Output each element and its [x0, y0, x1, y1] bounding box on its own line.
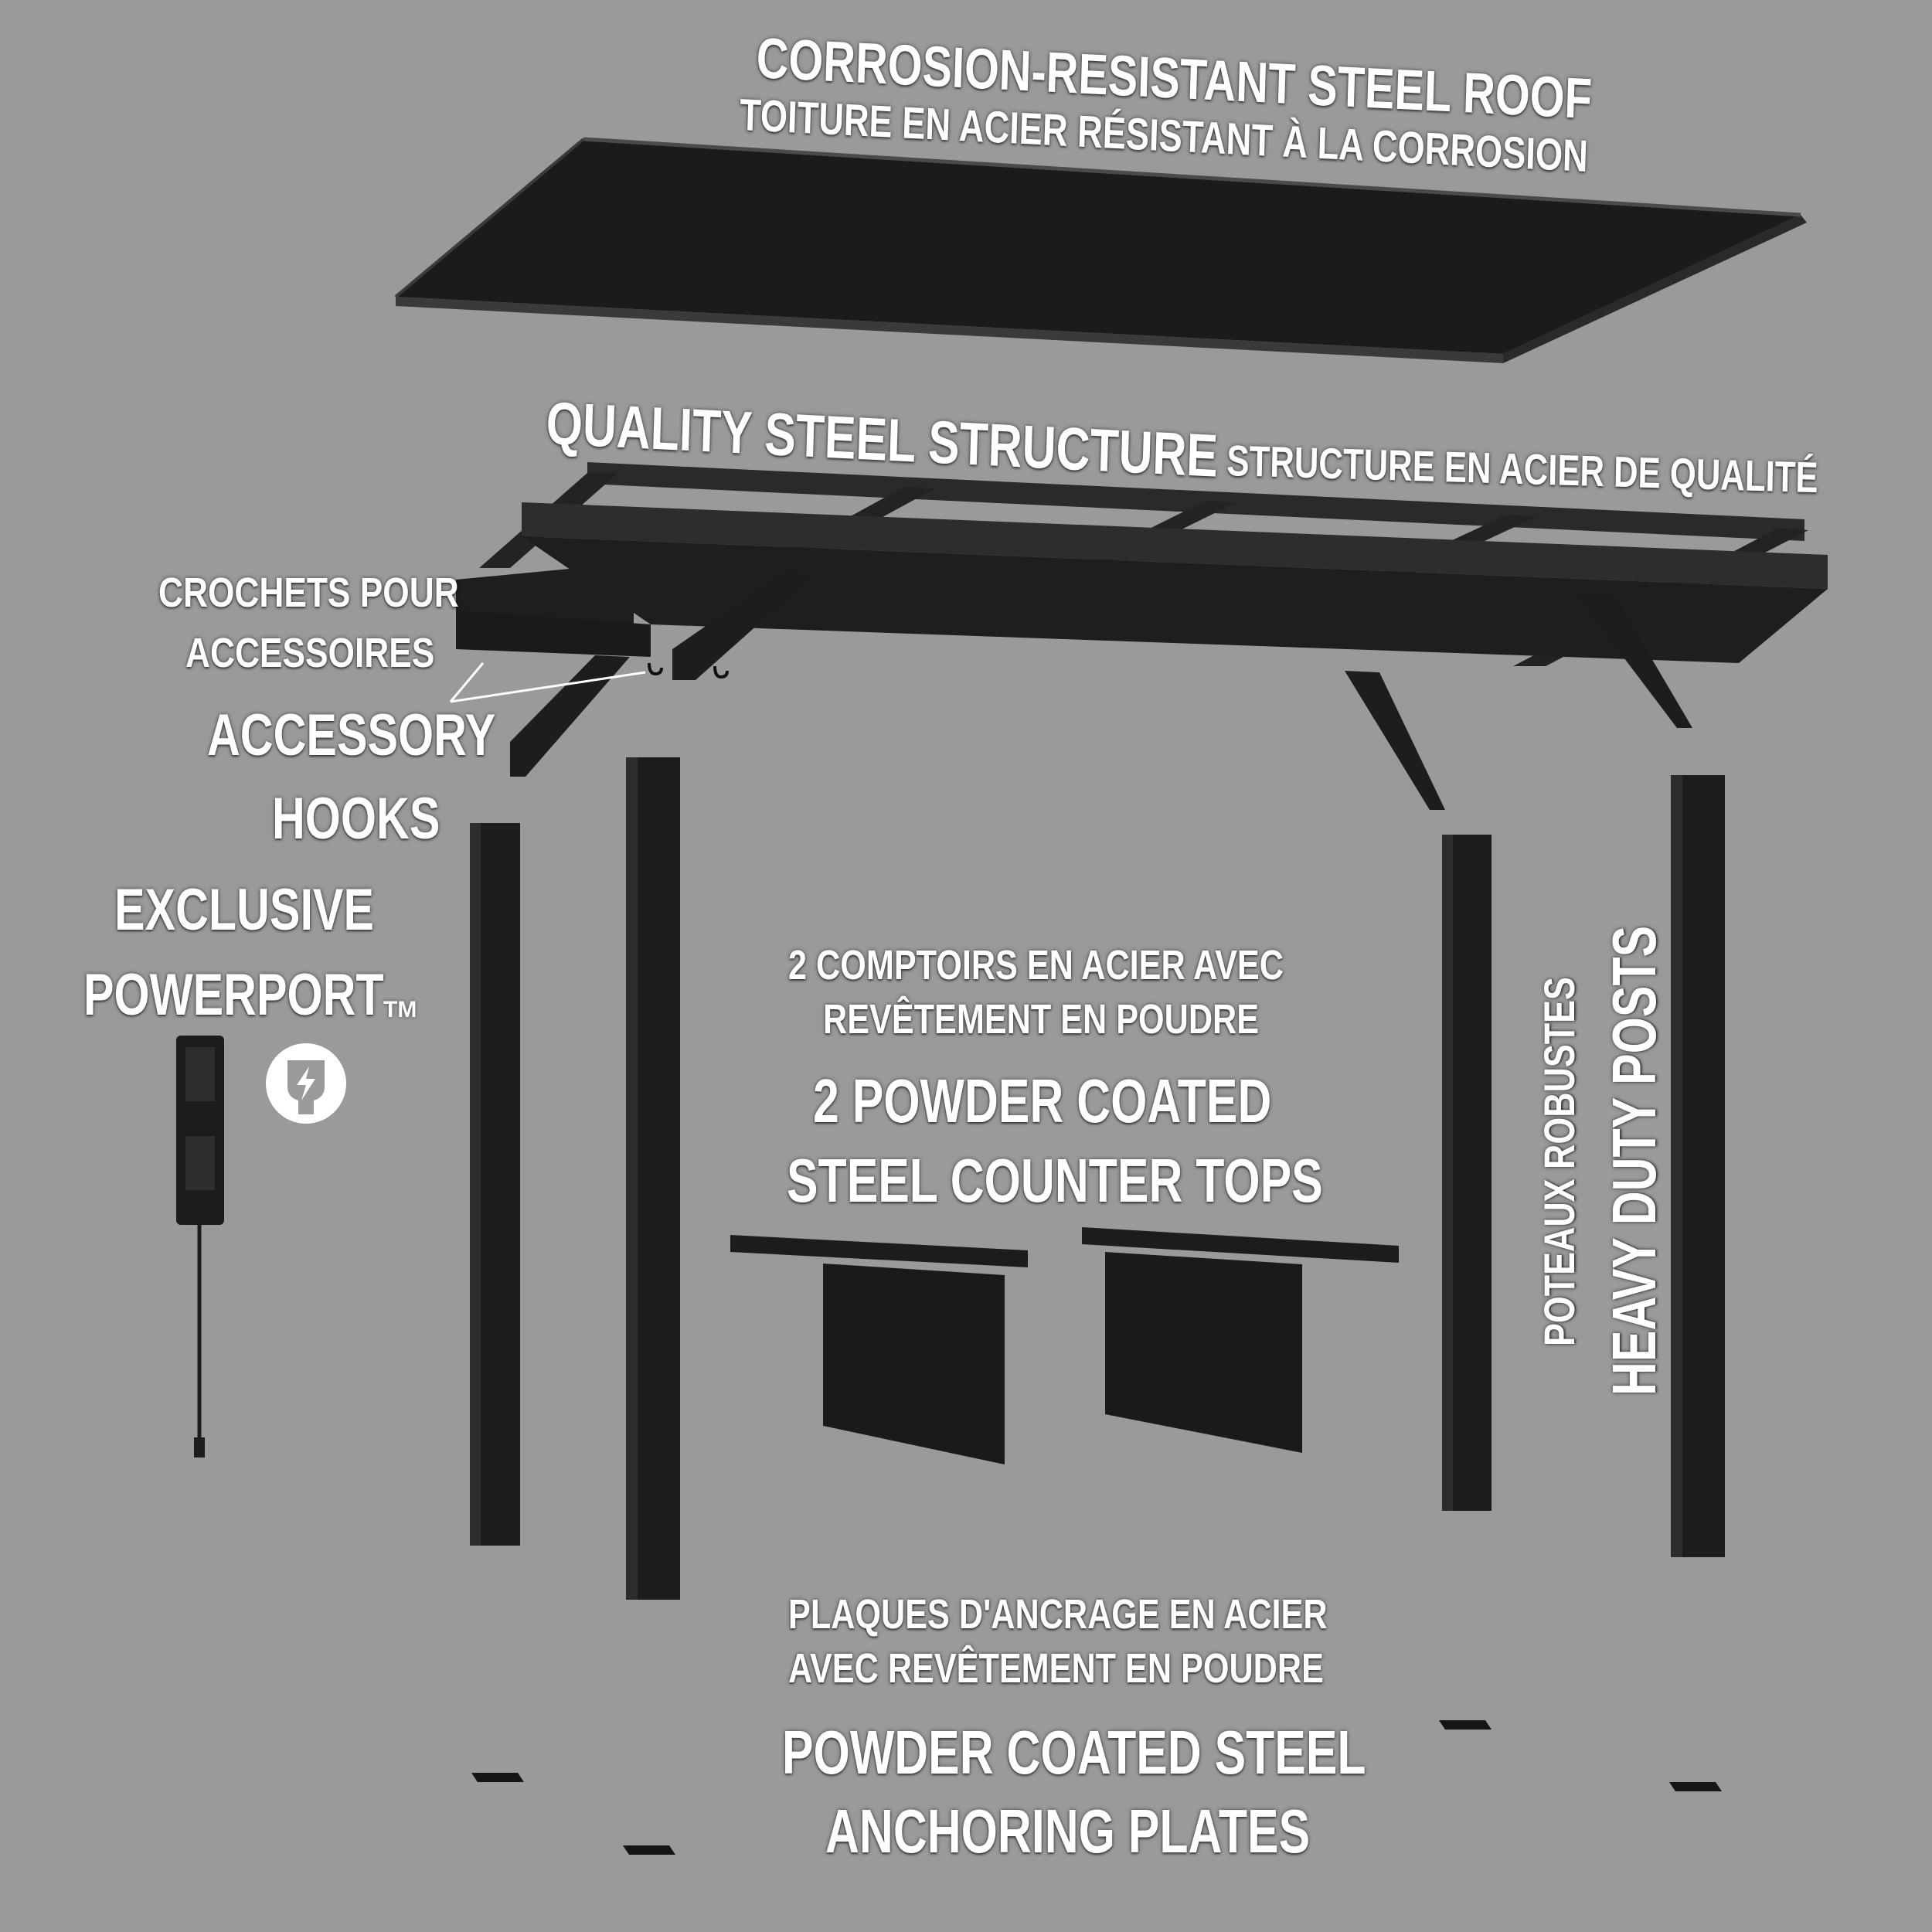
hooks-label-en-line1: ACCESSORY — [207, 702, 496, 768]
plates-label-fr-line2: AVEC REVÊTEMENT EN POUDRE — [788, 1645, 1324, 1692]
posts-label-fr: POTEAUX ROBUSTES — [1535, 977, 1583, 1346]
hooks-label-en-line2: HOOKS — [272, 786, 440, 852]
counters-label-en-line2: STEEL COUNTER TOPS — [787, 1146, 1323, 1215]
hooks-label-fr-line2: ACCESSOIRES — [185, 630, 435, 676]
plates-label-fr-line1: PLAQUES D'ANCRAGE EN ACIER — [788, 1591, 1328, 1638]
powerport-label-line2: POWERPORT — [83, 962, 384, 1028]
counter-top-2 — [1082, 1227, 1399, 1453]
power-plug-bolt-icon — [266, 1043, 346, 1124]
plates-label-en-line2: ANCHORING PLATES — [825, 1797, 1311, 1866]
counter-tops — [730, 1227, 1399, 1464]
post-2 — [626, 757, 680, 1600]
posts-label-en: HEAVY DUTY POSTS — [1600, 925, 1668, 1396]
trademark-mark: TM — [383, 997, 417, 1022]
steel-structure — [449, 462, 1828, 810]
post-1 — [470, 823, 520, 1546]
powerport-label-line1: EXCLUSIVE — [114, 877, 374, 943]
counters-label-fr-line1: 2 COMPTOIRS EN ACIER AVEC — [788, 942, 1284, 988]
plates-label-en-line1: POWDER COATED STEEL — [782, 1718, 1366, 1787]
powerport-device — [176, 1036, 224, 1458]
post-4 — [1671, 775, 1725, 1557]
steel-roof — [394, 137, 1807, 363]
counter-top-1 — [730, 1235, 1028, 1464]
post-3 — [1442, 835, 1492, 1511]
counters-label-en-line1: 2 POWDER COATED — [813, 1066, 1272, 1135]
hooks-label-fr-line1: CROCHETS POUR — [158, 570, 459, 616]
counters-label-fr-line2: REVÊTEMENT EN POUDRE — [823, 996, 1260, 1043]
heavy-duty-posts — [470, 757, 1725, 1600]
anchoring-plates — [471, 1720, 1722, 1855]
